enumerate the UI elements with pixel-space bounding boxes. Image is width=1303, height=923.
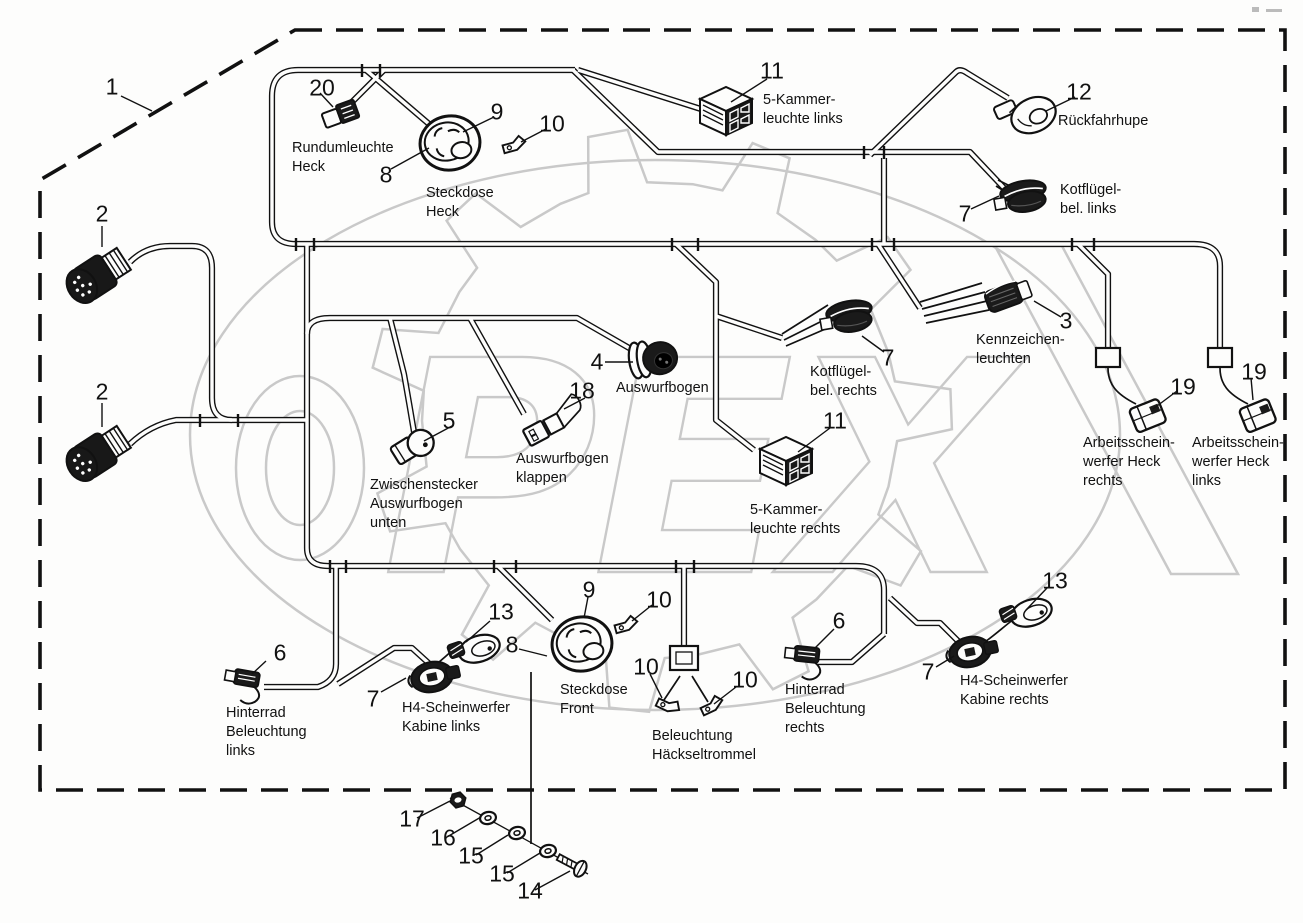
grommet-right — [1094, 346, 1122, 369]
terminal-10-drum-right-icon — [697, 692, 726, 717]
label-kotfluegel-bel-links: Kotflügel- bel. links — [1060, 182, 1122, 218]
callout-number-15a: 15 — [458, 842, 484, 869]
rear-wheel-light-left-6-icon — [220, 666, 265, 707]
label-steckdose-front: Steckdose Front — [560, 682, 628, 718]
callout-number-11-left: 11 — [760, 57, 784, 84]
corner-artifact — [1252, 7, 1259, 12]
diagram-frame-border — [38, 28, 1287, 792]
callout-number-7-fender-left: 7 — [958, 200, 972, 227]
work-light-left-19-icon — [1237, 397, 1278, 435]
plate-light-3-icon — [981, 275, 1035, 315]
callout-number-19-left: 19 — [1241, 358, 1267, 385]
grommet-left — [1206, 346, 1234, 369]
round-connector-2-lower-icon — [59, 420, 135, 488]
callout-number-8-rear: 8 — [379, 161, 393, 188]
callout-number-14: 14 — [517, 877, 543, 904]
label-auswurfbogen-klappen: Auswurfbogen klappen — [516, 451, 609, 487]
callout-number-12: 12 — [1066, 78, 1092, 105]
terminal-10-rear-icon — [500, 133, 528, 155]
label-hinterrad-beleuchtung-links: Hinterrad Beleuchtung links — [226, 705, 307, 760]
callout-number-17: 17 — [399, 805, 425, 832]
callout-number-2-upper: 2 — [95, 200, 109, 227]
label-5-kammer-leuchte-rechts: 5-Kammer- leuchte rechts — [750, 502, 841, 538]
callout-number-13-right: 13 — [1042, 567, 1068, 594]
callout-number-19-right: 19 — [1170, 373, 1196, 400]
label-5-kammer-leuchte-links: 5-Kammer- leuchte links — [763, 92, 843, 128]
label-rueckfahrhupe: Rückfahrhupe — [1058, 113, 1149, 129]
callout-number-8-front: 8 — [505, 631, 519, 658]
callout-number-11-right: 11 — [823, 407, 847, 434]
label-arbeitsscheinwerfer-links: Arbeitsschein- werfer Heck links — [1192, 435, 1284, 490]
label-kennzeichen-leuchten: Kennzeichen- leuchten — [976, 332, 1065, 368]
callout-number-9-front: 9 — [582, 576, 596, 603]
drum-light-fitting — [668, 644, 700, 672]
callout-number-20: 20 — [309, 74, 335, 101]
round-connector-2-upper-icon — [59, 242, 135, 310]
callout-number-15b: 15 — [489, 860, 515, 887]
callout-number-13-left: 13 — [488, 598, 514, 625]
drum-light-fitting-inner — [675, 651, 693, 665]
label-beleuchtung-haeckseltrommel: Beleuchtung Häckseltrommel — [652, 728, 756, 764]
callout-number-16: 16 — [430, 824, 456, 851]
label-auswurfbogen: Auswurfbogen — [616, 380, 709, 396]
label-kotfluegel-bel-rechts: Kotflügel- bel. rechts — [810, 364, 877, 400]
callout-number-9-rear: 9 — [490, 98, 504, 125]
beacon-connector-20-icon — [319, 98, 361, 131]
callout-number-6-left: 6 — [273, 639, 287, 666]
h4-headlight-left-7-icon — [404, 655, 464, 698]
label-arbeitsscheinwerfer-rechts: Arbeitsschein- werfer Heck rechts — [1083, 435, 1175, 490]
terminal-10-drum-left-icon — [654, 692, 684, 717]
watermark-o-inner — [264, 409, 336, 527]
callout-number-10-rear: 10 — [539, 110, 565, 137]
watermark-text: PEX — [382, 298, 1027, 642]
screw-14-icon — [553, 848, 591, 880]
leader-lines — [101, 78, 1254, 891]
callout-number-7-fender-right: 7 — [881, 344, 895, 371]
washer-15b-icon — [537, 842, 559, 860]
callout-number-5: 5 — [442, 407, 456, 434]
callout-number-7-h4-left: 7 — [366, 685, 380, 712]
callout-number-10-drum-left: 10 — [633, 653, 659, 680]
label-rundumleuchte-heck: Rundumleuchte Heck — [292, 140, 394, 176]
callout-number-2-lower: 2 — [95, 378, 109, 405]
callout-number-3: 3 — [1059, 307, 1073, 334]
harness-junction-ticks — [198, 64, 1096, 573]
label-h4-scheinwerfer-rechts: H4-Scheinwerfer Kabine rechts — [960, 673, 1068, 709]
washer-16-icon — [477, 809, 499, 827]
callout-number-1: 1 — [105, 73, 119, 100]
label-h4-scheinwerfer-links: H4-Scheinwerfer Kabine links — [402, 700, 510, 736]
watermark-o-outer — [234, 374, 366, 562]
callout-number-6-right: 6 — [832, 607, 846, 634]
label-steckdose-heck: Steckdose Heck — [426, 185, 494, 221]
callout-number-10-drum-right: 10 — [732, 666, 758, 693]
label-hinterrad-beleuchtung-rechts: Hinterrad Beleuchtung rechts — [785, 682, 866, 737]
corner-artifact — [1266, 9, 1282, 12]
label-zwischenstecker: Zwischenstecker Auswurfbogen unten — [370, 477, 478, 532]
callout-number-10-front: 10 — [646, 586, 672, 613]
callout-number-4: 4 — [590, 348, 604, 375]
callout-number-18: 18 — [569, 377, 595, 404]
fittings — [668, 346, 1234, 672]
callout-number-7-h4-right: 7 — [921, 658, 935, 685]
